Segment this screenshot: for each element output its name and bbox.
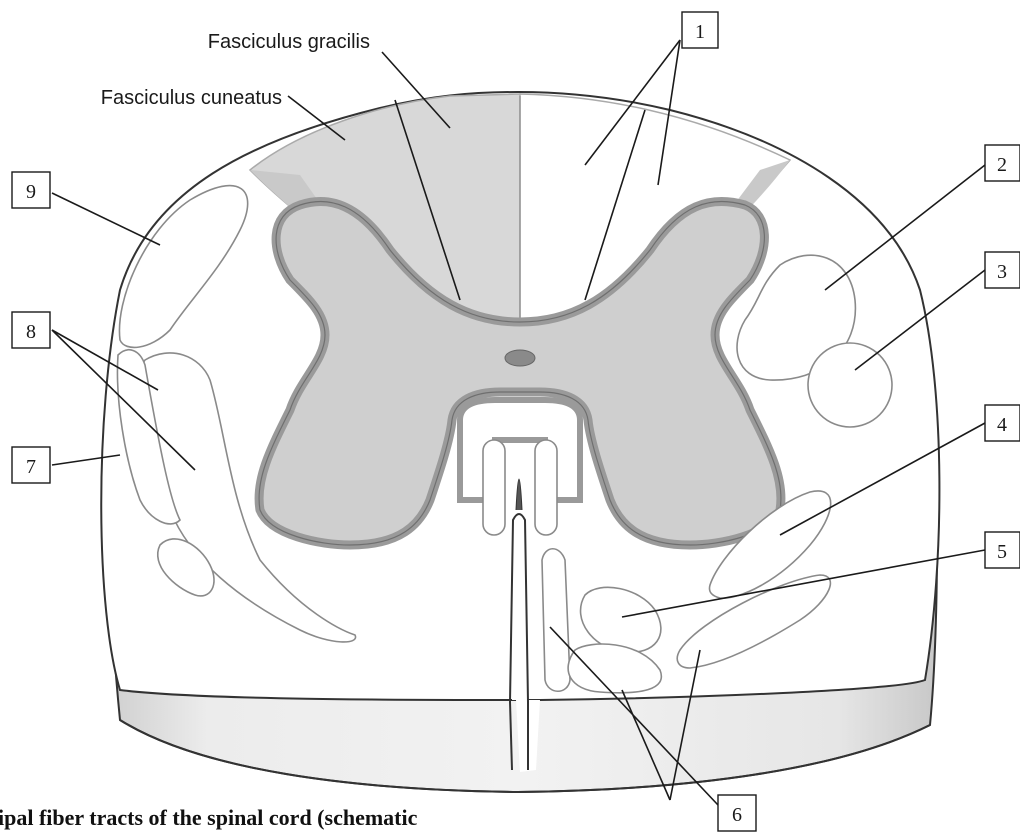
svg-text:3: 3 [997, 261, 1007, 283]
tract-6-medial [542, 549, 570, 692]
callout-1: 1 [682, 12, 718, 48]
svg-text:7: 7 [26, 456, 36, 478]
label-fasciculus-gracilis: Fasciculus gracilis [208, 31, 370, 53]
callout-5: 5 [985, 532, 1020, 568]
tract-3 [808, 343, 892, 427]
callout-3: 3 [985, 252, 1020, 288]
tract-ant-left [483, 440, 505, 535]
svg-text:8: 8 [26, 321, 36, 343]
svg-text:1: 1 [695, 21, 705, 43]
callout-6: 6 [718, 795, 756, 831]
svg-text:5: 5 [997, 541, 1007, 563]
tract-ant-right [535, 440, 557, 535]
svg-text:9: 9 [26, 181, 36, 203]
label-fasciculus-cuneatus: Fasciculus cuneatus [101, 87, 282, 109]
svg-text:2: 2 [997, 154, 1007, 176]
callout-9: 9 [12, 172, 50, 208]
central-canal [505, 350, 535, 366]
svg-text:4: 4 [997, 414, 1007, 436]
callout-7: 7 [12, 447, 50, 483]
callout-2: 2 [985, 145, 1020, 181]
callout-4: 4 [985, 405, 1020, 441]
svg-text:6: 6 [732, 804, 742, 826]
figure-caption: ipal fiber tracts of the spinal cord (sc… [0, 805, 418, 830]
callout-8: 8 [12, 312, 50, 348]
